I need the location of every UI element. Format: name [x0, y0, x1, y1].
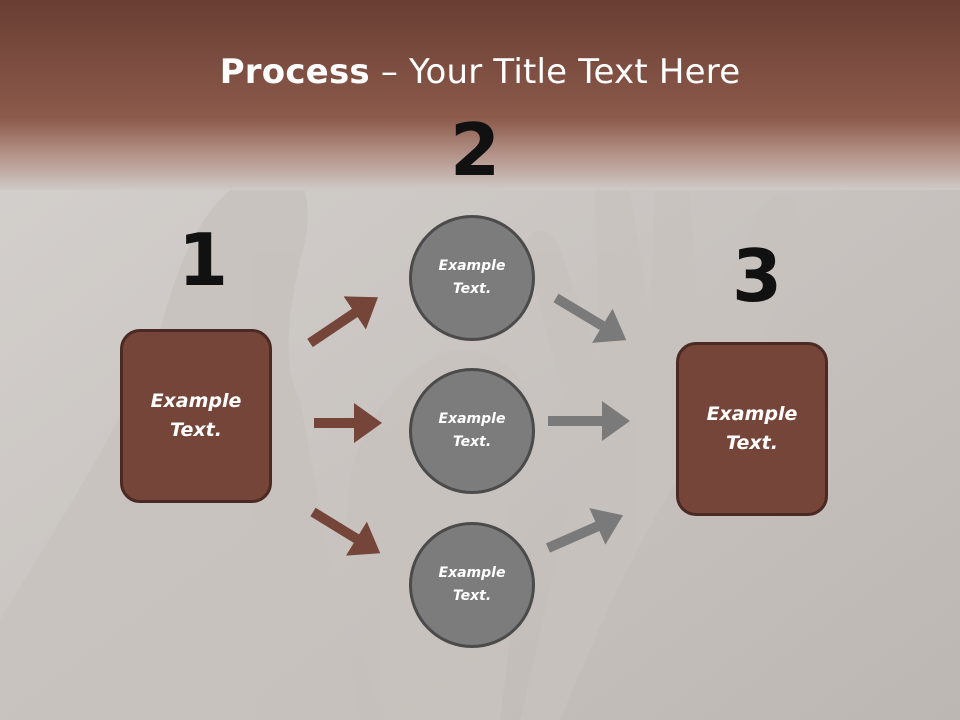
arrow-left-to-circle-1 — [307, 296, 378, 348]
process-box-right: Example Text. — [676, 342, 828, 516]
arrow-circle-3-to-right — [545, 508, 623, 553]
process-box-left-text: Example Text. — [150, 390, 242, 441]
step-number-1: 1 — [178, 218, 229, 302]
process-circle-1-text: Example Text. — [438, 258, 506, 297]
title-rest: – Your Title Text Here — [369, 52, 741, 92]
page-title: Process – Your Title Text Here — [0, 52, 960, 92]
process-circle-3: Example Text. — [409, 522, 535, 648]
title-bold: Process — [219, 52, 370, 92]
process-circle-2: Example Text. — [409, 368, 535, 494]
step-number-2: 2 — [450, 108, 501, 192]
process-circle-2-text: Example Text. — [438, 411, 506, 450]
process-circle-1: Example Text. — [409, 215, 535, 341]
step-number-3: 3 — [732, 234, 783, 318]
process-circle-3-text: Example Text. — [438, 565, 506, 604]
process-box-left: Example Text. — [120, 329, 272, 503]
arrow-left-to-circle-3 — [310, 507, 381, 556]
arrow-circle-1-to-right — [553, 293, 627, 343]
process-box-right-text: Example Text. — [706, 403, 798, 454]
